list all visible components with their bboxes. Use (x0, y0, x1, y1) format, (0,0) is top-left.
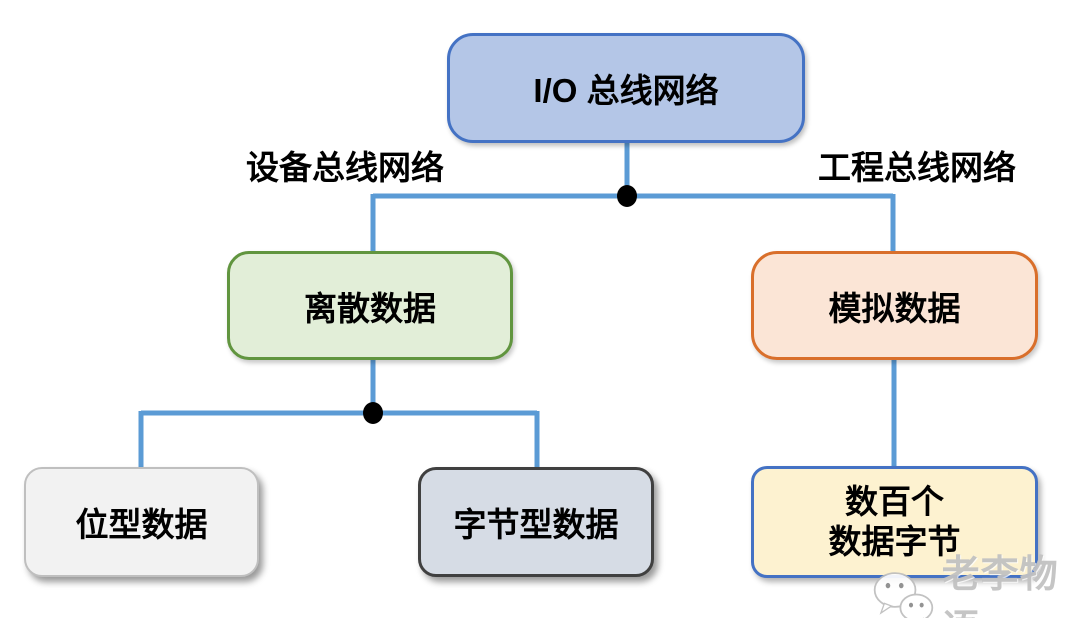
node-bit-data: 位型数据 (24, 467, 259, 577)
node-byte-data: 字节型数据 (418, 467, 654, 577)
node-byte-data-label: 字节型数据 (453, 506, 619, 543)
node-io-bus-network-label: I/O 总线网络 (533, 72, 719, 109)
node-discrete-data: 离散数据 (227, 251, 513, 360)
edge-label-engineering-bus: 工程总线网络 (818, 149, 1016, 186)
node-hundreds-of-data-bytes-label: 数百个 数据字节 (828, 483, 961, 560)
node-io-bus-network: I/O 总线网络 (447, 33, 805, 143)
node-analog-data: 模拟数据 (751, 251, 1038, 360)
edge-label-device-bus: 设备总线网络 (246, 149, 444, 186)
node-bit-data-label: 位型数据 (75, 506, 208, 543)
junction-dot (363, 402, 383, 424)
node-hundreds-of-data-bytes: 数百个 数据字节 (751, 466, 1038, 578)
node-discrete-data-label: 离散数据 (304, 289, 436, 327)
junction-dot (617, 185, 637, 207)
node-analog-data-label: 模拟数据 (828, 289, 961, 327)
